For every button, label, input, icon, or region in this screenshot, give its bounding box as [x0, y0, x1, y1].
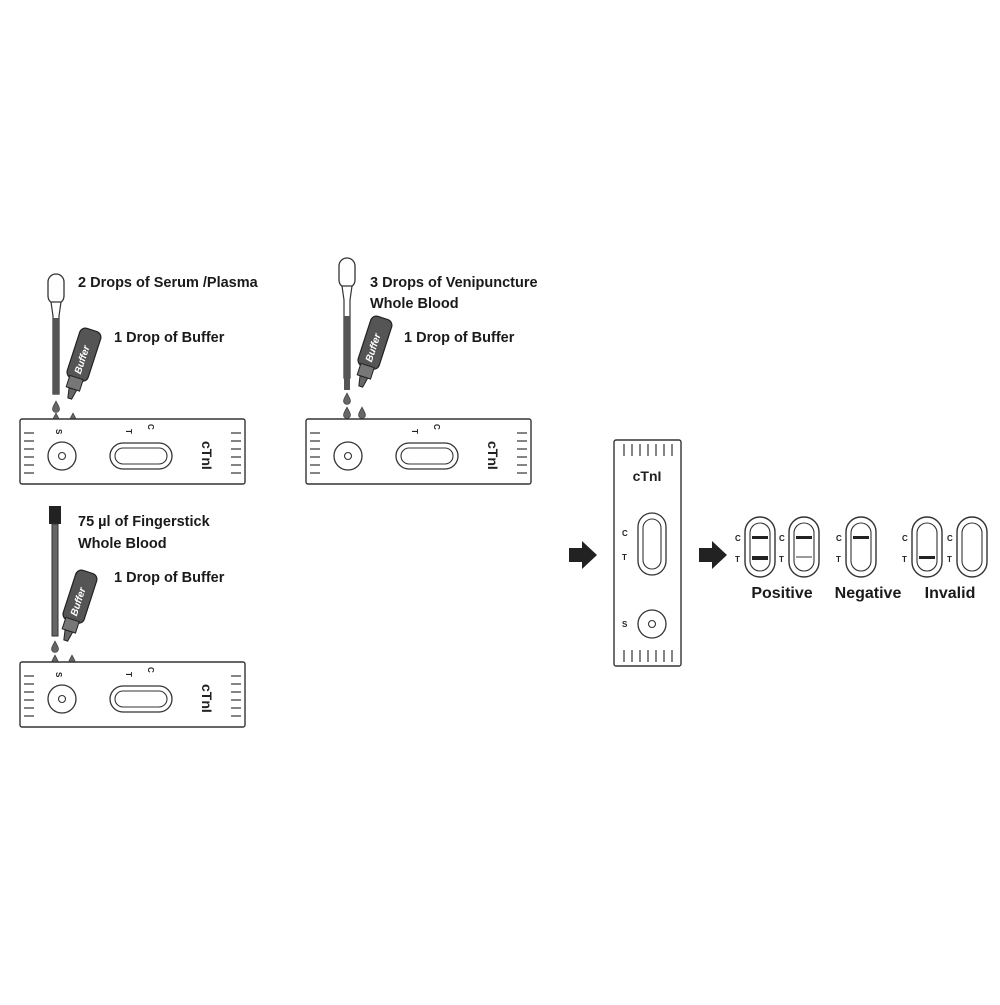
control-marker: C	[902, 534, 908, 543]
buffer-bottle-icon: Buffer	[349, 314, 395, 391]
sample-marker: S	[54, 672, 63, 678]
control-marker: C	[622, 529, 628, 538]
positive-label: Positive	[751, 585, 812, 602]
control-marker: C	[947, 534, 953, 543]
sample-label-line1: 3 Drops of Venipuncture	[370, 275, 538, 291]
panel-serum: Buffer 2 Drops of Serum /Plasma 1 Drop o…	[19, 273, 259, 485]
arrow-right-icon	[569, 541, 597, 569]
cassette-brand: cTnI	[199, 684, 215, 713]
result-negative: C T Negative	[835, 516, 902, 602]
test-marker: T	[410, 429, 419, 434]
negative-label: Negative	[835, 585, 902, 602]
control-marker: C	[146, 667, 155, 673]
test-marker: T	[902, 555, 907, 564]
control-marker: C	[146, 424, 155, 430]
buffer-label: 1 Drop of Buffer	[114, 570, 225, 586]
buffer-bottle-icon: Buffer	[58, 326, 104, 403]
test-marker: T	[622, 553, 627, 562]
cassette-brand: cTnI	[485, 441, 501, 470]
result-window: C T	[902, 516, 943, 578]
control-marker: C	[735, 534, 741, 543]
result-invalid: C T C T Invalid	[902, 516, 988, 602]
test-cassette-icon: S T C cTnI	[19, 661, 246, 728]
capillary-tube-icon	[49, 506, 61, 637]
panel-venipuncture: Buffer 3 Drops of Venipuncture Whole Blo…	[305, 257, 538, 485]
test-cassette-icon: T C cTnI	[305, 418, 532, 485]
buffer-label: 1 Drop of Buffer	[114, 330, 225, 346]
result-window: C T	[779, 516, 820, 578]
buffer-label: 1 Drop of Buffer	[404, 330, 515, 346]
test-marker: T	[779, 555, 784, 564]
pipette-icon	[47, 273, 65, 395]
test-marker: T	[836, 555, 841, 564]
test-marker: T	[124, 672, 133, 677]
pipette-icon	[338, 257, 356, 390]
result-window: C T	[947, 516, 988, 578]
test-cassette-icon: cTnI C T S	[613, 439, 682, 667]
buffer-bottle-icon: Buffer	[54, 568, 100, 645]
invalid-label: Invalid	[925, 585, 976, 602]
sample-label-line1: 75 µl of Fingerstick	[78, 514, 211, 530]
test-cassette-icon: S T C cTnI	[19, 418, 246, 485]
sample-label-line2: Whole Blood	[78, 536, 167, 552]
cassette-brand: cTnI	[633, 468, 662, 484]
result-positive: C T C T Positive	[735, 516, 820, 602]
sample-marker: S	[54, 429, 63, 435]
test-marker: T	[947, 555, 952, 564]
test-marker: T	[735, 555, 740, 564]
panel-fingerstick: Buffer 75 µl of Fingerstick Whole Blood …	[19, 506, 246, 728]
sample-label: 2 Drops of Serum /Plasma	[78, 275, 259, 291]
control-marker: C	[836, 534, 842, 543]
result-window: C T	[735, 516, 776, 578]
sample-marker: S	[622, 620, 628, 629]
control-marker: C	[432, 424, 441, 430]
result-window: C T	[836, 516, 877, 578]
sample-label-line2: Whole Blood	[370, 296, 459, 312]
control-marker: C	[779, 534, 785, 543]
cassette-brand: cTnI	[199, 441, 215, 470]
test-marker: T	[124, 429, 133, 434]
arrow-right-icon	[699, 541, 727, 569]
